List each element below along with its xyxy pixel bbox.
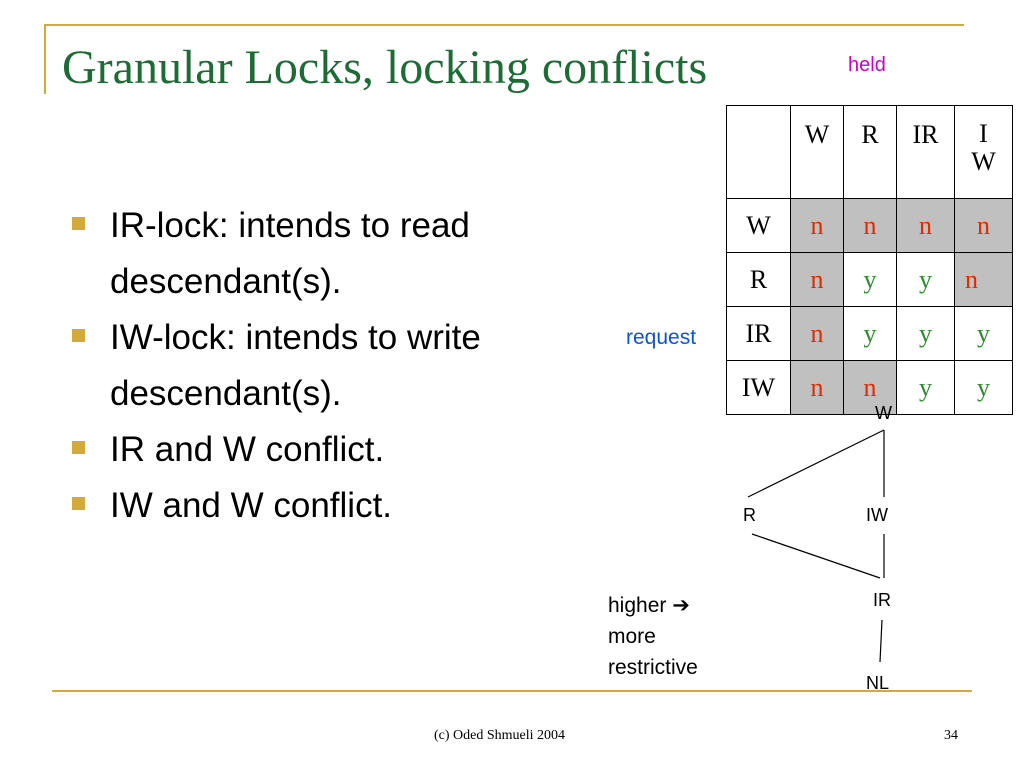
- bullet-square-icon: [72, 497, 85, 510]
- bullet-line: descendant(s).: [110, 374, 342, 413]
- table-corner-cell: [726, 105, 791, 199]
- note-line: more: [608, 625, 656, 648]
- bullet-square-icon: [72, 441, 85, 454]
- bullet-line: IR-lock: intends to read: [110, 206, 470, 245]
- node-ir: IR: [873, 590, 891, 610]
- header-cell: W: [790, 105, 844, 199]
- bullet-text: IR-lock: intends to read descendant(s).: [110, 198, 470, 310]
- table-cell: y: [954, 360, 1013, 415]
- bullet-text: IW-lock: intends to write descendant(s).: [110, 310, 481, 422]
- top-rule: [44, 24, 964, 26]
- bullet-item: IW-lock: intends to write descendant(s).: [72, 310, 592, 422]
- footer-copyright: (c) Oded Shmueli 2004: [434, 728, 566, 743]
- node-w: W: [875, 403, 892, 423]
- table-header-row: W R IR I W: [726, 105, 1013, 199]
- table-cell: n: [843, 360, 897, 415]
- table-cell: n: [790, 198, 844, 253]
- table-cell: n: [790, 252, 844, 307]
- table-cell: y: [843, 306, 897, 361]
- node-nl: NL: [866, 673, 890, 693]
- bullet-square-icon: [72, 217, 85, 230]
- note-line: higher ➔: [608, 594, 690, 617]
- bullet-item: IR-lock: intends to read descendant(s).: [72, 198, 592, 310]
- slide-title: Granular Locks, locking conflicts: [62, 41, 708, 94]
- edge-ir-nl: [879, 619, 883, 663]
- bullet-line: descendant(s).: [110, 262, 342, 301]
- table-cell: y: [896, 306, 955, 361]
- lock-compatibility-table: W R IR I W W n n n n R n y y n IR n y y …: [726, 105, 1013, 415]
- table-cell: n: [954, 198, 1013, 253]
- held-label: held: [848, 54, 886, 76]
- bullet-item: IR and W conflict.: [72, 422, 592, 478]
- table-cell: n: [954, 252, 1013, 307]
- row-label: IR: [726, 306, 791, 361]
- bullet-item: IW and W conflict.: [72, 478, 592, 534]
- note-line: restrictive: [608, 656, 698, 679]
- left-rule: [44, 24, 46, 94]
- bullet-list: IR-lock: intends to read descendant(s). …: [72, 198, 592, 534]
- header-line: I: [979, 119, 988, 148]
- node-r: R: [743, 505, 756, 525]
- row-label: IW: [726, 360, 791, 415]
- table-cell: n: [896, 198, 955, 253]
- table-cell: n: [790, 360, 844, 415]
- restrictiveness-note: higher ➔ more restrictive: [608, 590, 698, 683]
- table-row: IR n y y y: [726, 306, 1013, 361]
- table-cell: y: [896, 252, 955, 307]
- edge-r-ir: [751, 533, 881, 579]
- table-row: R n y y n: [726, 252, 1013, 307]
- header-cell: R: [843, 105, 897, 199]
- row-label: W: [726, 198, 791, 253]
- bullet-square-icon: [72, 329, 85, 342]
- table-row: IW n n y y: [726, 360, 1013, 415]
- table-row: W n n n n: [726, 198, 1013, 253]
- header-cell: IR: [896, 105, 955, 199]
- bullet-text: IW and W conflict.: [110, 486, 393, 525]
- table-cell: y: [954, 306, 1013, 361]
- page-number: 34: [944, 728, 958, 743]
- edge-w-r: [747, 429, 885, 498]
- table-cell: y: [896, 360, 955, 415]
- header-cell: I W: [954, 105, 1013, 199]
- table-cell: n: [843, 198, 897, 253]
- bottom-rule: [52, 690, 972, 692]
- table-cell: n: [790, 306, 844, 361]
- header-line: W: [971, 147, 996, 176]
- bullet-text: IR and W conflict.: [110, 430, 385, 469]
- node-iw: IW: [866, 505, 888, 525]
- request-label: request: [626, 326, 697, 349]
- row-label: R: [726, 252, 791, 307]
- bullet-line: IW-lock: intends to write: [110, 318, 481, 357]
- table-cell: y: [843, 252, 897, 307]
